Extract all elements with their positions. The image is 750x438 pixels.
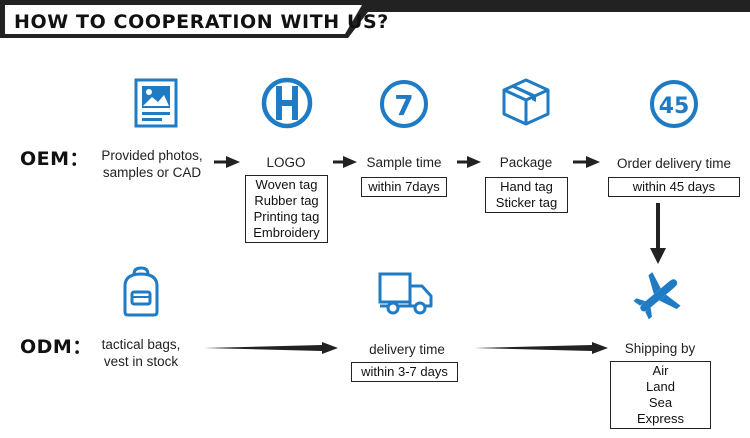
seven-days-icon-text: 7 <box>394 89 413 122</box>
forty-five-days-icon: 45 <box>650 80 698 128</box>
page-title: HOW TO COOPERATION WITH US? <box>14 11 389 33</box>
delivery-truck-icon <box>378 272 433 315</box>
header-bar <box>0 0 750 38</box>
box-package-icon <box>502 78 550 126</box>
forty-five-days-icon-text: 45 <box>659 94 690 119</box>
oem-step1-label: Provided photos, samples or CAD <box>101 148 203 180</box>
odm-delivery-time-title: delivery time <box>369 342 445 357</box>
delivery-time-box: within 3-7 days <box>351 362 458 382</box>
odm-row-label: ODM： <box>20 336 92 358</box>
oem-package-title: Package <box>499 155 553 170</box>
logo-options-box: Woven tag Rubber tag Printing tag Embroi… <box>245 175 328 243</box>
airplane-icon <box>633 272 681 320</box>
logo-h-icon <box>261 77 313 129</box>
oem-order-delivery-title: Order delivery time <box>616 156 732 171</box>
odm-step1-label: tactical bags, vest in stock <box>101 337 181 369</box>
oem-sample-time-title: Sample time <box>366 155 442 170</box>
odm-shipping-title: Shipping by <box>624 341 696 356</box>
sample-time-box: within 7days <box>361 177 447 197</box>
package-options-box: Hand tag Sticker tag <box>485 177 568 213</box>
image-icon <box>134 78 178 128</box>
seven-days-icon: 7 <box>380 80 428 128</box>
backpack-icon <box>123 266 159 317</box>
order-delivery-box: within 45 days <box>608 177 740 197</box>
oem-row-label: OEM： <box>20 148 90 170</box>
shipping-options-box: Air Land Sea Express <box>610 361 711 429</box>
oem-logo-title: LOGO <box>266 155 306 170</box>
